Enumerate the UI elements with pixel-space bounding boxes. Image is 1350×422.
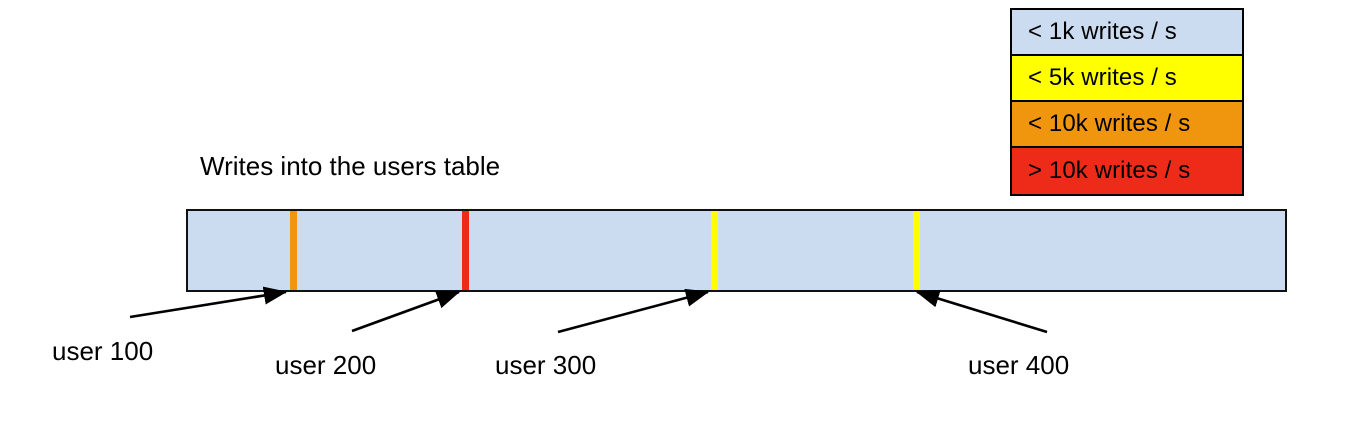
legend-label: < 5k writes / s	[1028, 64, 1177, 91]
write-marker-user-200	[462, 211, 470, 290]
user-label-user-100: user 100	[52, 336, 154, 366]
write-marker-user-400	[913, 211, 921, 290]
legend-label: < 1k writes / s	[1028, 18, 1177, 45]
write-marker-user-100	[290, 211, 298, 290]
callout-arrow-user-300	[557, 288, 710, 334]
legend-label: < 10k writes / s	[1028, 110, 1191, 137]
legend-label: > 10k writes / s	[1028, 157, 1191, 184]
legend-row-4: > 10k writes / s	[1012, 148, 1242, 194]
user-label-user-300: user 300	[495, 350, 597, 380]
legend-row-1: < 1k writes / s	[1012, 10, 1242, 56]
user-label-user-200: user 200	[275, 350, 377, 380]
callout-arrow-user-400	[915, 289, 1048, 334]
write-marker-user-300	[711, 211, 719, 290]
user-label-user-400: user 400	[968, 350, 1070, 380]
callout-arrow-user-100	[129, 286, 288, 319]
legend-row-2: < 5k writes / s	[1012, 56, 1242, 102]
chart-title: Writes into the users table	[200, 151, 501, 181]
users-table-keyspace-bar	[186, 209, 1287, 292]
write-rate-legend: < 1k writes / s < 5k writes / s < 10k writ…	[1010, 8, 1244, 196]
legend-row-3: < 10k writes / s	[1012, 102, 1242, 148]
callout-arrow-user-200	[351, 290, 461, 333]
